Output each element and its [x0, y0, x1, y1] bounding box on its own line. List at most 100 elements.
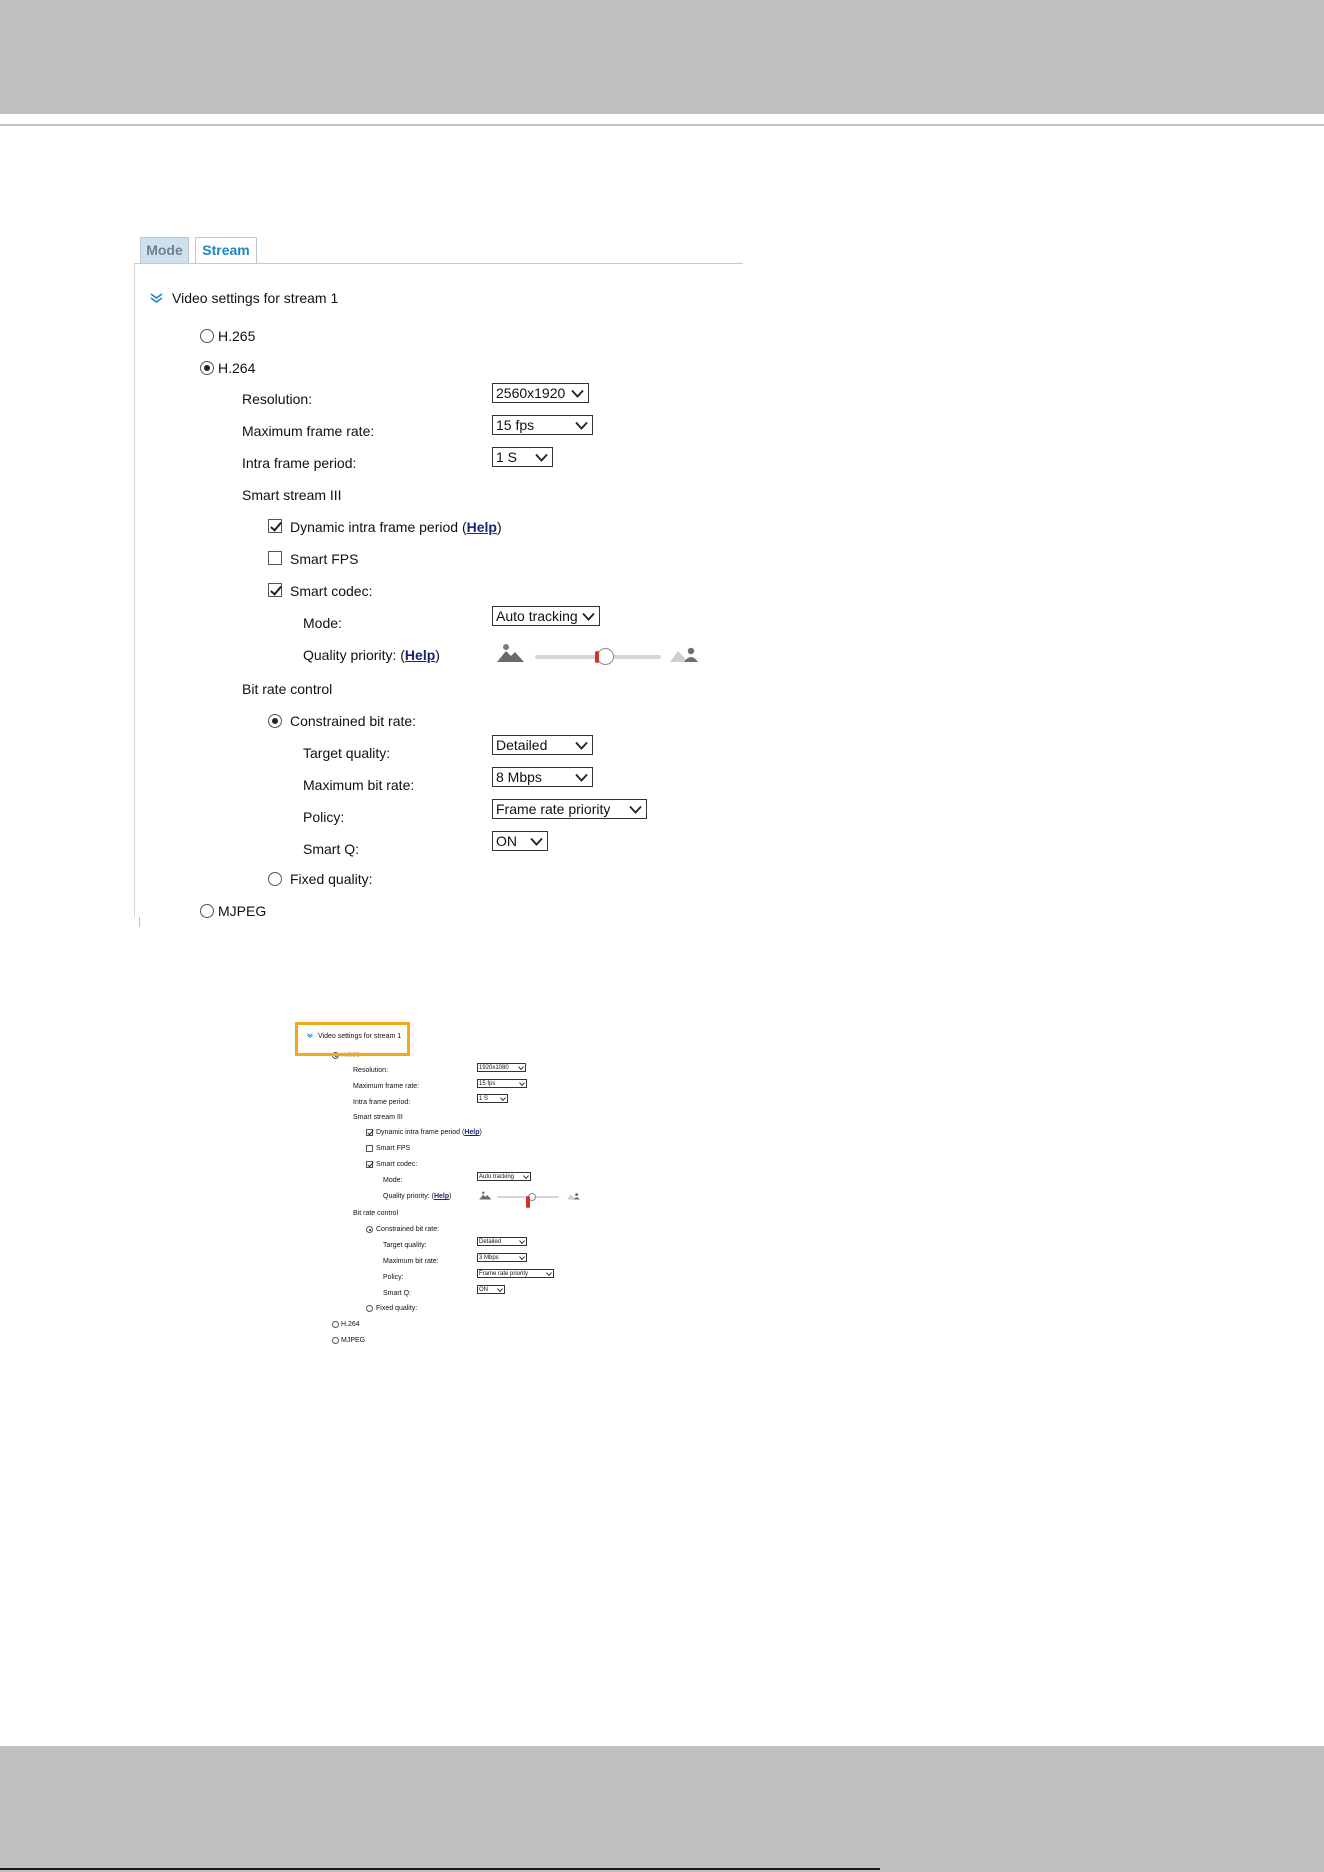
thumb-target-quality-value: Detailed [479, 1239, 502, 1245]
intra-frame-period-value: 1 S [496, 449, 518, 465]
smart-fps-label: Smart FPS [290, 551, 359, 567]
h264-label: H.264 [218, 360, 256, 376]
thumb-max-bit-rate-select[interactable]: 3 Mbps [477, 1253, 527, 1262]
smart-codec-checkbox[interactable] [268, 583, 282, 597]
tab-stream[interactable]: Stream [195, 237, 257, 264]
thumb-resolution-select[interactable]: 1920x1080 [477, 1063, 526, 1072]
thumb-dynamic-intra-checkbox[interactable] [366, 1129, 373, 1136]
chevron-down-icon [500, 1096, 506, 1102]
max-bit-rate-select[interactable]: 8 Mbps [492, 767, 593, 787]
quality-priority-slider-knob[interactable] [595, 648, 615, 665]
thumb-smart-q-label: Smart Q: [383, 1290, 412, 1297]
max-frame-rate-select[interactable]: 15 fps [492, 415, 593, 435]
resolution-select[interactable]: 2560x1920 [492, 383, 589, 403]
thumb-intra-frame-period-value: 1 S [479, 1096, 489, 1102]
thumb-mjpeg-radio[interactable] [332, 1337, 339, 1344]
header-divider [0, 124, 1324, 126]
panel-border-tick [139, 917, 140, 927]
thumb-smart-fps-checkbox[interactable] [366, 1145, 373, 1152]
smart-q-value: ON [496, 833, 517, 849]
thumb-mode-select[interactable]: Auto tracking [477, 1172, 531, 1181]
double-chevron-down-icon [150, 293, 163, 303]
thumb-max-bit-rate-value: 3 Mbps [479, 1255, 499, 1261]
landscape-icon [479, 1191, 492, 1203]
chevron-down-icon [546, 1271, 552, 1277]
target-quality-label: Target quality: [303, 745, 391, 761]
dynamic-intra-checkbox[interactable] [268, 519, 282, 533]
thumb-smart-q-value: ON [479, 1287, 488, 1293]
max-frame-rate-label: Maximum frame rate: [242, 423, 375, 439]
double-chevron-down-icon [307, 1033, 313, 1038]
chevron-down-icon [519, 1081, 525, 1087]
thumb-target-quality-label: Target quality: [383, 1242, 427, 1249]
thumb-mjpeg-label: MJPEG [341, 1337, 366, 1344]
mjpeg-radio[interactable] [200, 904, 214, 918]
tab-underline [134, 263, 743, 264]
target-quality-select[interactable]: Detailed [492, 735, 593, 755]
chevron-down-icon [519, 1239, 525, 1245]
smart-stream-title: Smart stream III [242, 487, 342, 503]
thumb-policy-select[interactable]: Frame rate priority [477, 1269, 554, 1278]
constrained-bit-rate-radio[interactable] [268, 714, 282, 728]
footer-rule [0, 1868, 880, 1870]
chevron-down-icon [575, 739, 588, 752]
thumb-h264-radio[interactable] [332, 1321, 339, 1328]
constrained-bit-rate-label: Constrained bit rate: [290, 713, 417, 729]
chevron-down-icon [582, 610, 595, 623]
chevron-down-icon [530, 835, 543, 848]
smart-fps-checkbox[interactable] [268, 551, 282, 565]
thumb-max-frame-rate-select[interactable]: 15 fps [477, 1079, 527, 1088]
intra-frame-period-select[interactable]: 1 S [492, 447, 553, 467]
h265-radio[interactable] [200, 329, 214, 343]
chevron-down-icon [523, 1174, 529, 1180]
thumb-policy-value: Frame rate priority [479, 1271, 529, 1277]
thumb-target-quality-select[interactable]: Detailed [477, 1237, 527, 1246]
thumb-constrained-bit-rate-label: Constrained bit rate: [376, 1226, 440, 1233]
thumb-fixed-quality-radio[interactable] [366, 1305, 373, 1312]
fixed-quality-radio[interactable] [268, 872, 282, 886]
thumb-max-frame-rate-label: Maximum frame rate: [353, 1083, 420, 1090]
chevron-down-icon [535, 451, 548, 464]
target-quality-value: Detailed [496, 737, 548, 753]
mode-select[interactable]: Auto tracking [492, 606, 600, 626]
expand-icon[interactable] [150, 289, 163, 307]
thumb-section-title[interactable]: Video settings for stream 1 [318, 1033, 402, 1040]
chevron-down-icon [519, 1255, 525, 1261]
smart-codec-label: Smart codec: [290, 583, 373, 599]
tab-mode[interactable]: Mode [140, 237, 189, 264]
chevron-down-icon [575, 419, 588, 432]
page-footer-band [0, 1746, 1324, 1872]
smart-q-select[interactable]: ON [492, 831, 548, 851]
thumb-expand-icon[interactable] [307, 1032, 313, 1041]
section-title[interactable]: Video settings for stream 1 [172, 290, 339, 306]
thumb-quality-priority-slider-knob[interactable] [525, 1193, 536, 1208]
policy-label: Policy: [303, 809, 345, 825]
fixed-quality-label: Fixed quality: [290, 871, 373, 887]
bit-rate-title: Bit rate control [242, 681, 333, 697]
thumb-intra-frame-period-label: Intra frame period: [353, 1099, 411, 1106]
intra-frame-period-label: Intra frame period: [242, 455, 357, 471]
chevron-down-icon [575, 771, 588, 784]
thumb-smart-q-select[interactable]: ON [477, 1285, 505, 1294]
h264-radio[interactable] [200, 361, 214, 375]
thumb-smart-codec-checkbox[interactable] [366, 1161, 373, 1168]
resolution-label: Resolution: [242, 391, 313, 407]
highlight-box [295, 1022, 410, 1056]
thumb-dynamic-intra-label: Dynamic intra frame period (Help) [376, 1129, 482, 1136]
thumb-intra-frame-period-select[interactable]: 1 S [477, 1094, 508, 1103]
thumb-policy-label: Policy: [383, 1274, 404, 1281]
max-bit-rate-label: Maximum bit rate: [303, 777, 415, 793]
chevron-down-icon [518, 1065, 524, 1071]
thumb-smart-codec-label: Smart codec: [376, 1161, 418, 1168]
thumb-smart-fps-label: Smart FPS [376, 1145, 411, 1152]
thumb-constrained-bit-rate-radio[interactable] [366, 1226, 373, 1233]
dynamic-intra-help-link[interactable]: Help [466, 519, 497, 535]
thumb-quality-priority-help-link[interactable]: Help [433, 1193, 450, 1200]
quality-priority-help-link[interactable]: Help [404, 647, 436, 663]
thumb-smart-stream-title: Smart stream III [353, 1114, 403, 1121]
thumb-resolution-value: 1920x1080 [479, 1065, 509, 1071]
policy-select[interactable]: Frame rate priority [492, 799, 647, 819]
thumb-dynamic-intra-help-link[interactable]: Help [464, 1129, 480, 1136]
max-bit-rate-value: 8 Mbps [496, 769, 542, 785]
person-landscape-icon [670, 643, 698, 667]
